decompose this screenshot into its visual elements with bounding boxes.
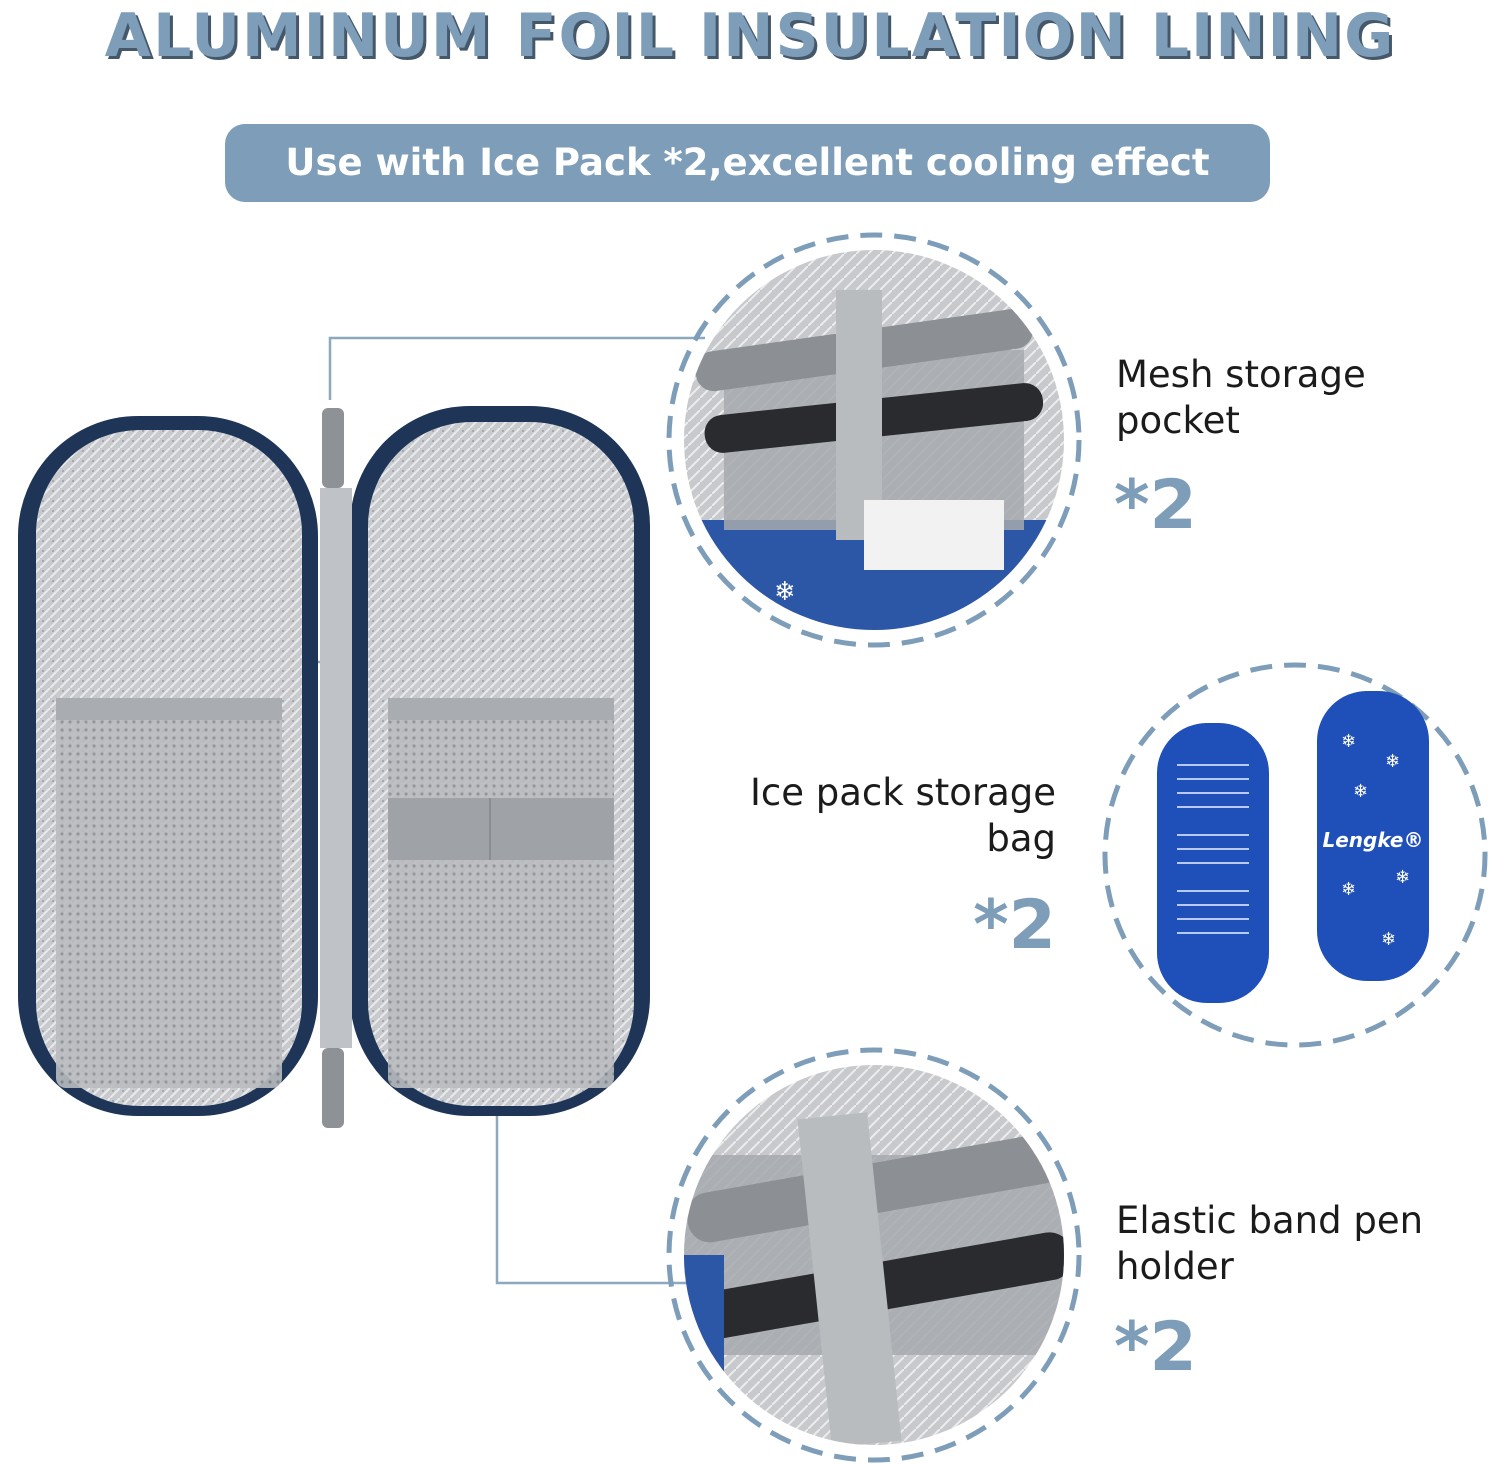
svg-text:❄: ❄: [1341, 879, 1356, 900]
mesh-pocket-right: [388, 698, 614, 1088]
feature-label-pen-holder: Elastic band pen holder: [1116, 1199, 1424, 1288]
connector-top: [328, 336, 705, 400]
ice-pack-brand: Lengke®: [1322, 828, 1423, 852]
feature-quantity-pen-holder: *2: [1114, 1308, 1197, 1387]
svg-text:❄: ❄: [1353, 781, 1368, 802]
feature-quantity-ice-pack-bag: *2: [973, 886, 1056, 965]
ice-pack-detail: ❄ ❄ ❄ ❄ ❄ ❄ Lengke®: [1102, 662, 1488, 1048]
feature-label-ice-pack-bag: Ice pack storage bag: [749, 771, 1056, 860]
zipper-pull-top: [322, 408, 344, 488]
subheadline-banner: Use with Ice Pack *2,excellent cooling e…: [225, 124, 1270, 202]
feature-label-mesh-pocket: Mesh storage pocket: [1116, 353, 1366, 442]
pen-holder-detail: [666, 1047, 1082, 1463]
connector-bottom: [495, 1100, 690, 1285]
mesh-pocket-left: [56, 698, 282, 1088]
feature-quantity-mesh-pocket: *2: [1114, 466, 1197, 545]
zipper-pull-bottom: [322, 1048, 344, 1128]
headline: ALUMINUM FOIL INSULATION LINING: [104, 1, 1396, 71]
svg-text:❄: ❄: [1385, 751, 1400, 772]
ice-pack-front: [1317, 691, 1429, 981]
insulated-case-image: [18, 406, 650, 1128]
svg-text:❄: ❄: [1395, 867, 1410, 888]
elastic-band: [388, 798, 614, 860]
mesh-pocket-detail: ❄: [666, 232, 1082, 648]
svg-text:❄: ❄: [774, 577, 796, 607]
svg-text:❄: ❄: [1381, 929, 1396, 950]
zipper-track: [320, 488, 352, 1048]
svg-text:❄: ❄: [1341, 731, 1356, 752]
